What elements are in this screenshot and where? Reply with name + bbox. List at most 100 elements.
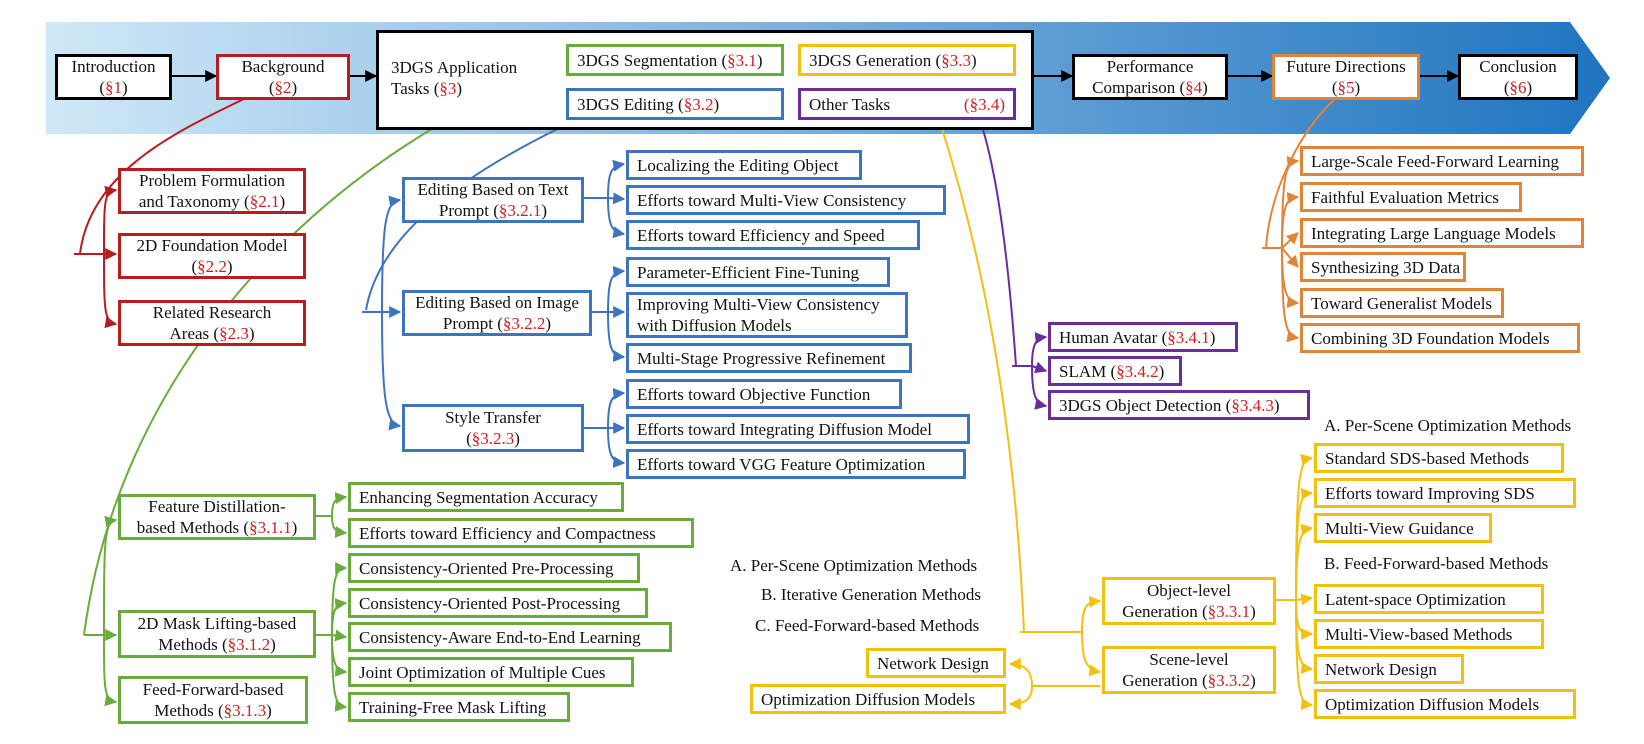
style-item-1: Efforts toward Objective Function	[626, 379, 902, 409]
editing-image-item-2: Improving Multi-View Consistency with Di…	[626, 292, 908, 338]
other-tasks-label: Other Tasks	[809, 94, 891, 114]
future-item-5: Toward Generalist Models	[1300, 288, 1504, 318]
scene-method-a-2-label: Efforts toward Improving SDS	[1325, 483, 1535, 503]
other-item-2-label: SLAM (	[1059, 361, 1117, 381]
generation-group-object-prefix: Generation (	[1122, 602, 1208, 621]
background-item-1: Problem Formulation and Taxonomy (§2.1)	[118, 168, 306, 214]
segmentation-group-mask-title: 2D Mask Lifting-based	[137, 614, 297, 633]
generation-label: 3DGS Generation (	[809, 50, 942, 70]
segmentation-group-feedforward-title: Feed-Forward-based	[142, 680, 284, 699]
style-item-2: Efforts toward Integrating Diffusion Mod…	[626, 414, 970, 444]
editing-box: 3DGS Editing (§3.2)	[566, 88, 784, 120]
future-item-3-label: Integrating Large Language Models	[1311, 223, 1556, 243]
generation-box: 3DGS Generation (§3.3)	[798, 44, 1016, 76]
mask-item-3: Consistency-Aware End-to-End Learning	[348, 622, 672, 652]
segmentation-label: 3DGS Segmentation (	[577, 50, 728, 70]
scene-method-b-3-label: Network Design	[1325, 659, 1437, 679]
future-directions-suffix: )	[1354, 78, 1361, 97]
generation-connectors	[924, 77, 1314, 711]
editing-group-text-title: Editing Based on Text	[417, 180, 569, 199]
performance-title: Performance	[1106, 57, 1194, 76]
editing-text-item-3: Efforts toward Efficiency and Speed	[626, 220, 920, 250]
application-tasks-suffix: )	[456, 79, 463, 98]
editing-group-style-suffix: )	[514, 429, 520, 448]
editing-text-item-1: Localizing the Editing Object	[626, 150, 862, 180]
future-item-6: Combining 3D Foundation Models	[1300, 323, 1580, 353]
future-item-6-label: Combining 3D Foundation Models	[1311, 328, 1550, 348]
scene-methods-heading-b: B. Feed-Forward-based Methods	[1324, 554, 1549, 573]
scene-method-b-4-label: Optimization Diffusion Models	[1325, 694, 1540, 714]
future-item-3: Integrating Large Language Models	[1300, 218, 1584, 248]
editing-text-item-3-label: Efforts toward Efficiency and Speed	[637, 225, 885, 245]
segmentation-group-mask-suffix: )	[270, 635, 276, 654]
segmentation-suffix: )	[756, 50, 763, 70]
future-directions-title: Future Directions	[1286, 57, 1406, 76]
other-item-1-ref: §3.4.1	[1167, 327, 1210, 347]
generation-group-scene-suffix: )	[1250, 671, 1256, 690]
segmentation-group-mask-ref: §3.1.2	[227, 635, 271, 654]
scene-method-a-1-label: Standard SDS-based Methods	[1325, 448, 1529, 468]
conclusion-ref: §6	[1509, 78, 1527, 97]
generation-group-scene-ref: §3.3.2	[1207, 671, 1251, 690]
generation-group-object-suffix: )	[1250, 602, 1256, 621]
background-item-1-prefix: and Taxonomy (	[138, 192, 250, 211]
segmentation-ref: §3.1	[727, 50, 757, 70]
background-item-1-suffix: )	[279, 192, 286, 211]
segmentation-group-feedforward-prefix: Methods (	[154, 701, 224, 720]
editing-group-style-prefix: (	[466, 429, 472, 448]
scene-item-1: Network Design	[866, 648, 1006, 678]
scene-item-1-label: Network Design	[877, 653, 989, 673]
background-item-1-ref: §2.1	[249, 192, 280, 211]
future-item-5-label: Toward Generalist Models	[1311, 293, 1493, 313]
application-tasks-prefix: Tasks (	[391, 79, 440, 98]
mask-item-5: Training-Free Mask Lifting	[348, 692, 570, 722]
other-item-1: Human Avatar (§3.4.1)	[1048, 322, 1238, 352]
future-item-2: Faithful Evaluation Metrics	[1300, 182, 1522, 212]
generation-group-object: Object-level Generation (§3.3.1)	[1102, 577, 1276, 625]
introduction-prefix: (	[99, 78, 105, 97]
style-item-3-label: Efforts toward VGG Feature Optimization	[637, 454, 926, 474]
background-item-2-title: 2D Foundation Model	[136, 236, 288, 255]
future-item-1: Large-Scale Feed-Forward Learning	[1300, 146, 1584, 176]
segmentation-group-mask-prefix: Methods (	[158, 635, 228, 654]
editing-group-text: Editing Based on Text Prompt (§3.2.1)	[402, 177, 584, 223]
scene-method-a-1: Standard SDS-based Methods	[1314, 443, 1564, 473]
background-item-2: 2D Foundation Model (§2.2)	[118, 233, 306, 279]
background-item-3: Related Research Areas (§2.3)	[118, 300, 306, 346]
other-tasks-connectors	[979, 119, 1048, 410]
application-tasks-ref: §3	[439, 79, 457, 98]
feature-item-2-label: Efforts toward Efficiency and Compactnes…	[359, 523, 656, 543]
background-box: Background (§2)	[216, 54, 350, 100]
mask-item-1: Consistency-Oriented Pre-Processing	[348, 553, 640, 583]
editing-text-item-2-label: Efforts toward Multi-View Consistency	[637, 190, 907, 210]
background-prefix: (	[268, 78, 275, 97]
generation-group-object-title: Object-level	[1146, 581, 1231, 600]
conclusion-title: Conclusion	[1479, 57, 1557, 76]
editing-image-item-2-line1: Improving Multi-View Consistency	[637, 295, 880, 314]
editing-group-image-ref: §3.2.2	[502, 314, 546, 333]
future-item-2-label: Faithful Evaluation Metrics	[1311, 187, 1499, 207]
segmentation-group-feature-suffix: )	[291, 518, 298, 537]
generation-group-scene: Scene-level Generation (§3.3.2)	[1102, 646, 1276, 694]
editing-group-image: Editing Based on Image Prompt (§3.2.2)	[402, 290, 592, 336]
other-item-1-label: Human Avatar (	[1059, 327, 1168, 347]
mask-item-1-label: Consistency-Oriented Pre-Processing	[359, 558, 614, 578]
other-item-3-suffix: )	[1273, 395, 1280, 415]
other-item-1-suffix: )	[1209, 327, 1216, 347]
background-suffix: )	[291, 78, 298, 97]
editing-suffix: )	[713, 94, 720, 114]
background-item-2-ref: §2.2	[197, 257, 227, 276]
style-item-2-label: Efforts toward Integrating Diffusion Mod…	[637, 419, 932, 439]
scene-method-b-1: Latent-space Optimization	[1314, 584, 1544, 614]
generation-group-scene-title: Scene-level	[1149, 650, 1229, 669]
feature-item-1-label: Enhancing Segmentation Accuracy	[359, 487, 598, 507]
editing-group-style-ref: §3.2.3	[471, 429, 515, 448]
editing-image-item-3: Multi-Stage Progressive Refinement	[626, 343, 912, 373]
editing-group-text-ref: §3.2.1	[498, 201, 542, 220]
editing-image-item-2-line2: with Diffusion Models	[637, 316, 792, 335]
future-directions-ref: §5	[1337, 78, 1355, 97]
editing-label: 3DGS Editing (	[577, 94, 684, 114]
other-item-3: 3DGS Object Detection (§3.4.3)	[1048, 390, 1310, 420]
performance-prefix: Comparison (	[1092, 78, 1186, 97]
segmentation-group-feature-ref: §3.1.1	[249, 518, 292, 537]
